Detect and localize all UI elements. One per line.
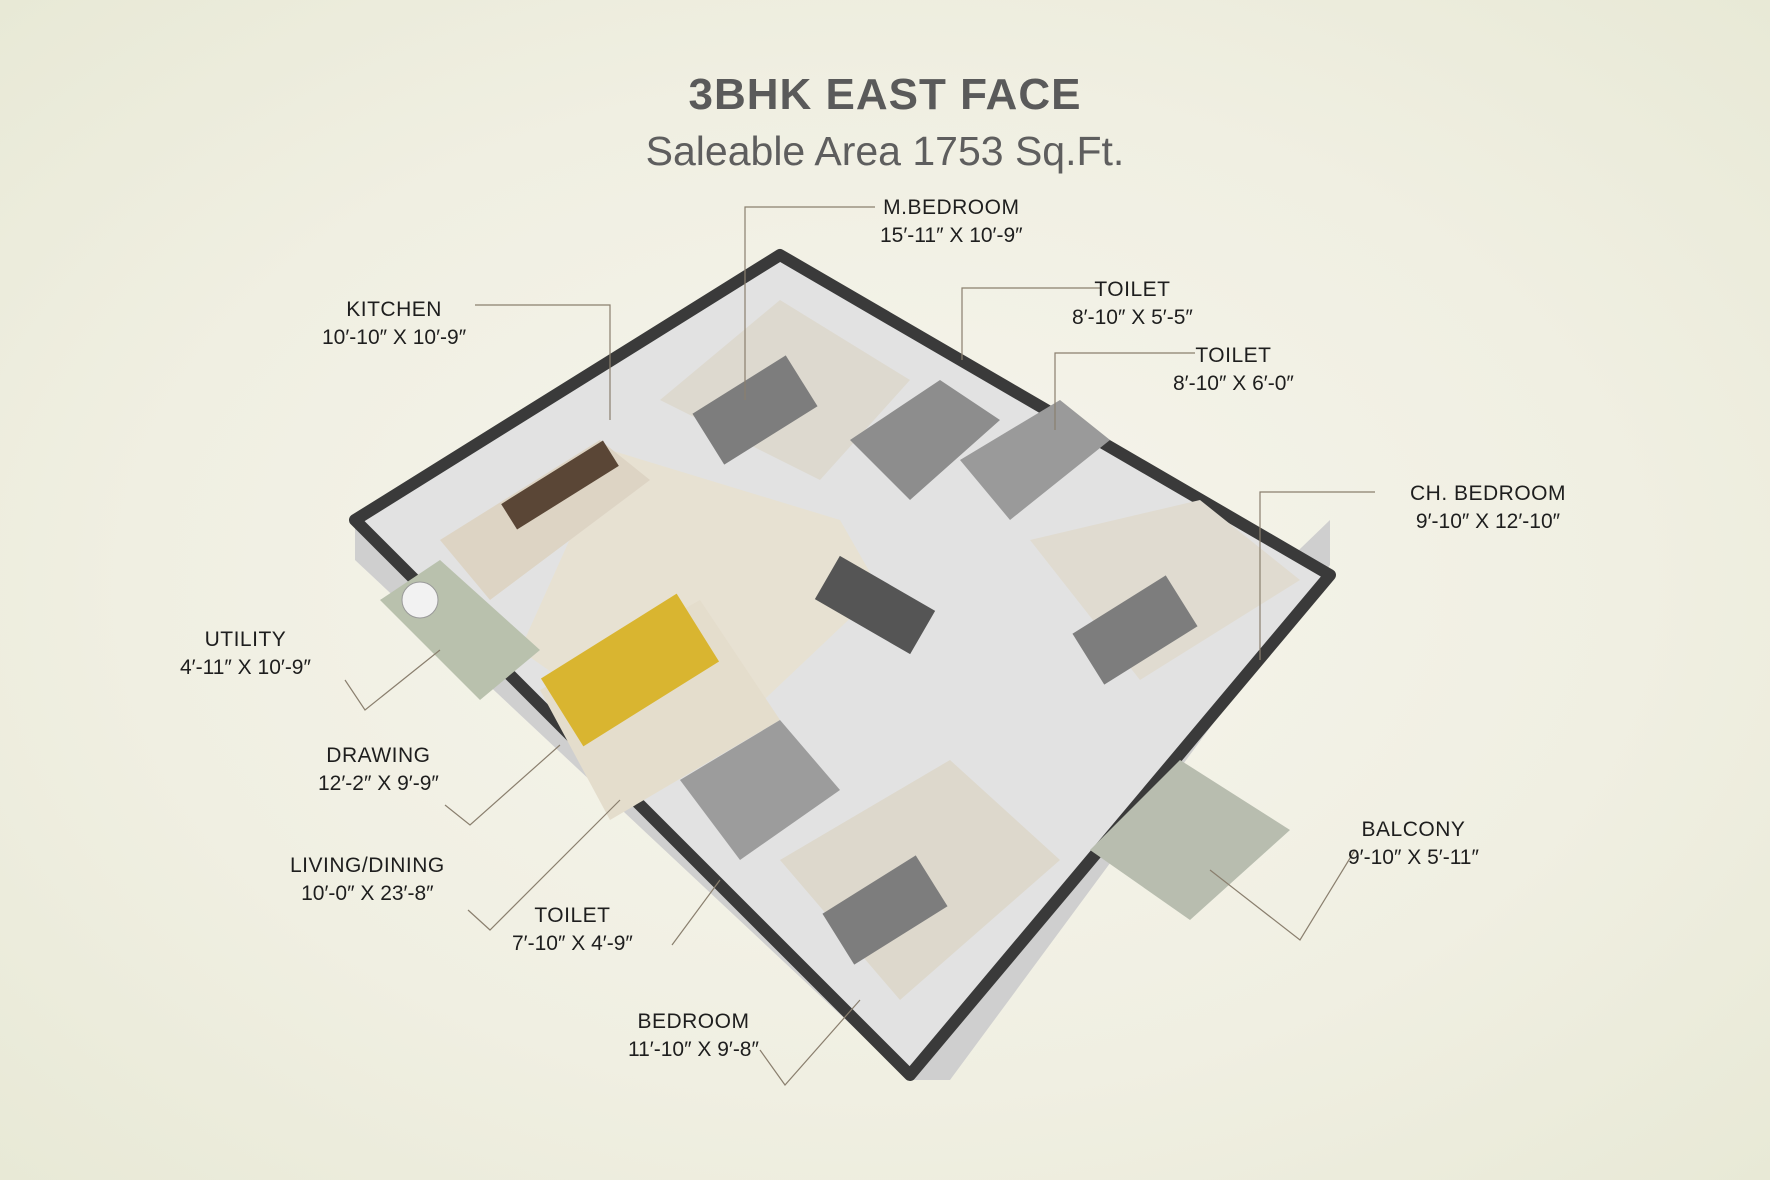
room-dimensions: 7′-10″ X 4′-9″ (512, 932, 633, 955)
toilet-leader (671, 879, 721, 946)
toilet-floor (960, 400, 1110, 520)
room-label-kitchen: KITCHEN 10′-10″ X 10′-9″ (322, 296, 466, 352)
drawing-leader (444, 744, 561, 826)
saleable-area: Saleable Area 1753 Sq.Ft. (645, 128, 1125, 174)
room-name: TOILET (1195, 344, 1272, 367)
room-dimensions: 8′-10″ X 6′-0″ (1173, 372, 1294, 395)
room-name: BALCONY (1361, 818, 1466, 841)
kitchen-leader (475, 304, 611, 420)
toilet-floor (850, 380, 1000, 500)
room-name: DRAWING (326, 744, 431, 767)
room-dimensions: 10′-0″ X 23′-8″ (301, 882, 434, 905)
leader-lines (344, 206, 1375, 1086)
room-label-living-dining: LIVING/DINING 10′-0″ X 23′-8″ (290, 852, 445, 908)
kitchen-floor (440, 440, 650, 600)
room-dimensions: 8′-10″ X 5′-5″ (1072, 306, 1193, 329)
room-label-toilet-1: TOILET 8′-10″ X 5′-5″ (1072, 276, 1193, 332)
room-name: LIVING/DINING (290, 854, 445, 877)
room-dimensions: 15′-11″ X 10′-9″ (880, 224, 1023, 247)
drawing-floor (540, 600, 780, 820)
room-name: TOILET (1094, 278, 1171, 301)
room-label-toilet-3: TOILET 7′-10″ X 4′-9″ (512, 902, 633, 958)
room-name: TOILET (534, 904, 611, 927)
bedroom-leader (759, 999, 861, 1086)
dining-table (814, 555, 936, 655)
bed (822, 855, 948, 965)
room-dimensions: 12′-2″ X 9′-9″ (318, 772, 439, 795)
toilet-floor (680, 720, 840, 860)
toilet-leader (961, 287, 1100, 360)
room-label-toilet-2: TOILET 8′-10″ X 6′-0″ (1173, 342, 1294, 398)
bed (692, 355, 818, 465)
room-label-balcony: BALCONY 9′-10″ X 5′-11″ (1348, 816, 1479, 872)
room-dimensions: 9′-10″ X 12′-10″ (1415, 510, 1561, 533)
toilet-leader (1054, 352, 1195, 430)
utility-leader (344, 649, 441, 711)
room-name: UTILITY (204, 628, 287, 651)
room-name: CH. BEDROOM (1410, 482, 1567, 505)
room-dimensions: 11′-10″ X 9′-8″ (628, 1038, 759, 1061)
room-dimensions: 10′-10″ X 10′-9″ (322, 326, 467, 349)
room-dimensions: 9′-10″ X 5′-11″ (1348, 846, 1479, 869)
room-label-utility: UTILITY 4′-11″ X 10′-9″ (180, 626, 311, 682)
room-label-m-bedroom: M.BEDROOM 15′-11″ X 10′-9″ (880, 194, 1023, 250)
child-bedroom-leader (1259, 491, 1375, 660)
room-label-drawing: DRAWING 12′-2″ X 9′-9″ (318, 742, 439, 798)
washing-machine (401, 581, 439, 619)
room-label-child-bedroom: CH. BEDROOM 9′-10″ X 12′-10″ (1410, 480, 1566, 536)
furniture (401, 355, 1198, 965)
room-label-bedroom: BEDROOM 11′-10″ X 9′-8″ (628, 1008, 759, 1064)
living-dining-leader (467, 799, 621, 931)
room-dimensions: 4′-11″ X 10′-9″ (180, 656, 311, 679)
plan-title: 3BHK EAST FACE (688, 70, 1082, 119)
room-name: M.BEDROOM (883, 196, 1020, 219)
balcony-floor (1090, 760, 1290, 920)
m-bedroom-leader (744, 206, 875, 400)
room-name: BEDROOM (637, 1010, 750, 1033)
bed (1072, 575, 1198, 685)
balcony-leader (1209, 849, 1356, 941)
room-name: KITCHEN (346, 298, 442, 321)
kitchen-counter (501, 440, 619, 530)
sofa (540, 593, 720, 747)
